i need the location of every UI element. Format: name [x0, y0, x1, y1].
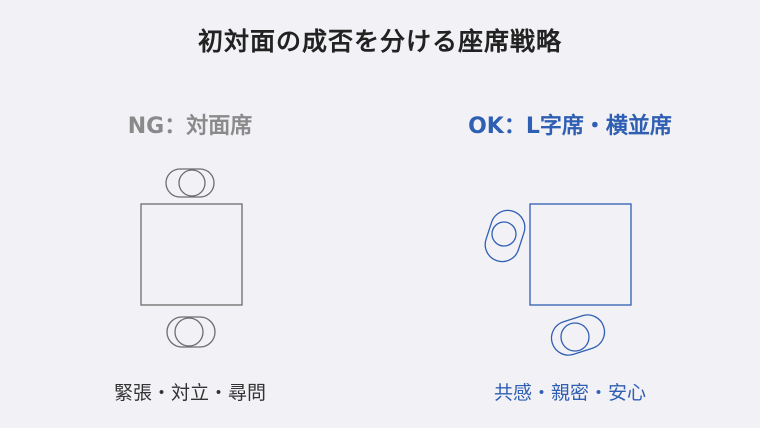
ok-table	[529, 203, 632, 306]
ok-seating-group	[484, 203, 632, 356]
ng-seating-group	[140, 168, 243, 348]
ng-top-person-icon	[165, 168, 215, 198]
ng-caption: 緊張・対立・尋問	[113, 382, 266, 404]
ok-bottom-person-icon	[550, 314, 606, 356]
ng-bottom-person-icon	[166, 316, 216, 348]
ng-table	[140, 203, 243, 306]
page-title: 初対面の成否を分ける座席戦略	[197, 27, 562, 56]
ok-left-person-icon	[484, 209, 526, 263]
ok-caption: 共感・親密・安心	[493, 382, 646, 404]
ok-label: OK：L字席・横並席	[468, 114, 672, 139]
ng-label: NG：対面席	[127, 114, 253, 139]
